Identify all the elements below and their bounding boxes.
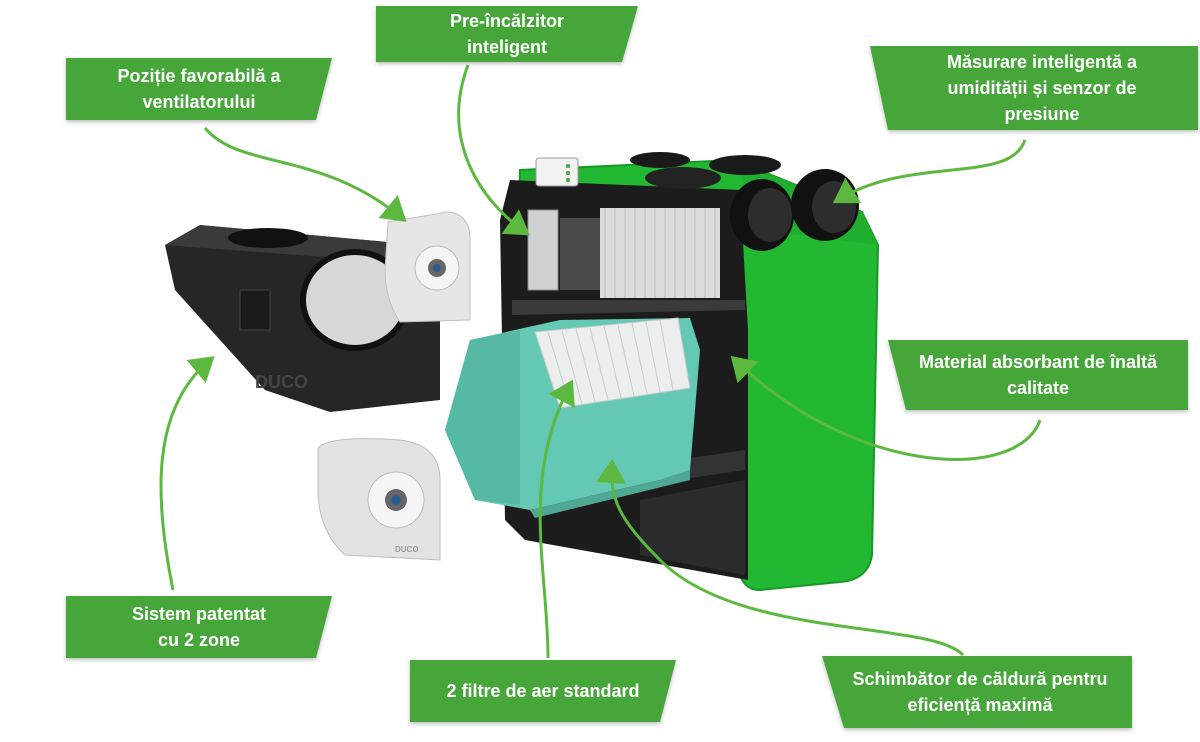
fan-upper — [384, 211, 471, 323]
arrow-humidity-sensor — [832, 139, 1027, 204]
arrow-air-filters — [538, 379, 575, 659]
arrow-heat-exchanger — [596, 459, 965, 657]
callout-heat-exchanger: Schimbător de căldură pentru eficiență m… — [822, 656, 1132, 728]
heat-exchanger — [445, 317, 700, 518]
fan-lower: DUCO — [317, 438, 441, 561]
arrow-fan-position — [203, 127, 407, 222]
callout-humidity-sensor: Măsurare inteligentă a umidității și sen… — [870, 46, 1198, 130]
arrow-two-zone-system — [159, 356, 215, 591]
callout-two-zone-system-text: Sistem patentat cu 2 zone — [131, 604, 267, 650]
callout-absorbent-material: Material absorbant de înaltă calitate — [888, 340, 1188, 410]
callout-humidity-sensor-text: Măsurare inteligentă a umidității și sen… — [946, 52, 1138, 124]
arrow-preheater — [457, 64, 530, 236]
callout-heat-exchanger-text: Schimbător de căldură pentru eficiență m… — [852, 669, 1108, 715]
fan-logo: DUCO — [395, 545, 419, 554]
fan-cover: DUCO — [165, 225, 440, 412]
callout-fan-position: Poziție favorabilă a ventilatorului — [66, 58, 332, 120]
fan-cover-logo: DUCO — [255, 372, 308, 392]
callout-preheater: Pre-încălzitor inteligent — [376, 6, 638, 62]
callout-two-zone-system: Sistem patentat cu 2 zone — [66, 596, 332, 658]
arrow-absorbent-material — [730, 355, 1042, 461]
callout-absorbent-material-text: Material absorbant de înaltă calitate — [918, 352, 1158, 398]
callout-fan-position-text: Poziție favorabilă a ventilatorului — [117, 66, 281, 112]
callout-preheater-text: Pre-încălzitor inteligent — [449, 11, 565, 57]
callout-air-filters-text: 2 filtre de aer standard — [446, 681, 640, 701]
callout-air-filters: 2 filtre de aer standard — [410, 660, 676, 722]
